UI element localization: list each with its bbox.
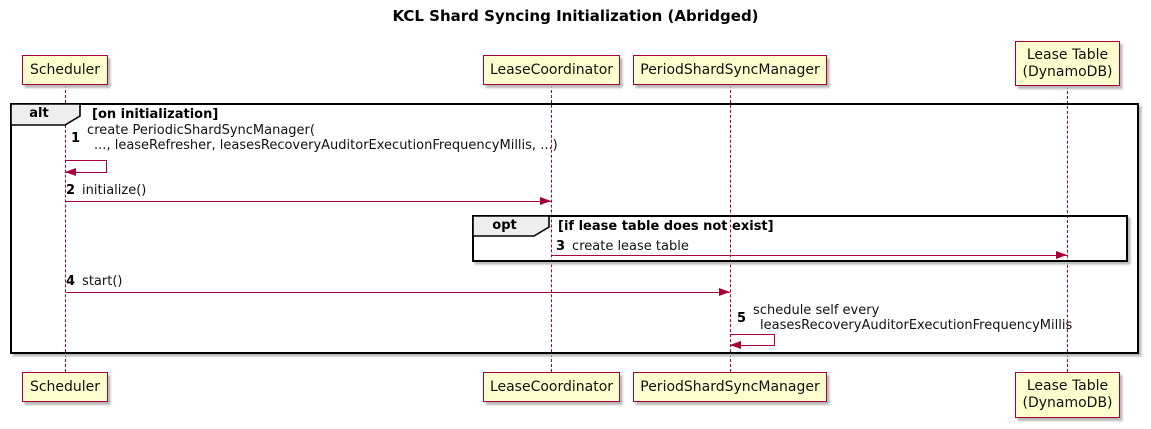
participant-period-shard-sync-manager-bottom: PeriodShardSyncManager (633, 372, 827, 402)
lifeline-period-shard-sync-manager (730, 85, 731, 372)
participant-sublabel: (DynamoDB) (1022, 63, 1113, 80)
participant-label: LeaseCoordinator (489, 61, 614, 78)
participant-label: Lease Table (1026, 378, 1109, 394)
message-2: 2 initialize() (66, 183, 146, 198)
message-5: 5 schedule self every leasesRecoveryAudi… (737, 303, 1072, 333)
message-1-text-line1: create PeriodicShardSyncManager( (87, 123, 315, 138)
lifeline-lease-table (1067, 86, 1068, 372)
message-5-arrowhead-icon (730, 341, 741, 349)
diagram-title: KCL Shard Syncing Initialization (Abridg… (392, 7, 759, 25)
opt-frame-condition: [if lease table does not exist] (558, 219, 774, 234)
message-1-self-arrow (65, 160, 107, 173)
message-4-arrow (66, 292, 730, 293)
participant-lease-table-top: Lease Table (DynamoDB) (1015, 41, 1120, 86)
opt-frame-label: opt (492, 218, 517, 233)
message-5-number: 5 (737, 310, 747, 326)
opt-pentagon-icon (473, 216, 550, 237)
message-5-self-arrow (730, 334, 775, 346)
participant-scheduler-bottom: Scheduler (22, 372, 108, 402)
lifeline-scheduler (65, 85, 66, 372)
message-3-text: create lease table (572, 239, 689, 254)
participant-lease-coordinator-bottom: LeaseCoordinator (483, 372, 620, 402)
participant-lease-table-bottom: Lease Table (DynamoDB) (1015, 372, 1120, 418)
message-3-arrow (552, 255, 1067, 256)
participant-label: Scheduler (29, 378, 101, 395)
participant-period-shard-sync-manager-top: PeriodShardSyncManager (633, 55, 827, 85)
message-2-number: 2 (66, 183, 76, 198)
message-4-arrowhead-icon (719, 288, 730, 296)
message-1-arrowhead-icon (65, 168, 76, 176)
message-1: 1 create PeriodicShardSyncManager( ..., … (71, 123, 558, 153)
message-2-arrowhead-icon (540, 197, 551, 205)
message-4-number: 4 (66, 274, 76, 289)
message-5-text-line2: leasesRecoveryAuditorExecutionFrequencyM… (760, 318, 1073, 333)
lifeline-lease-coordinator (551, 85, 552, 372)
message-3: 3 create lease table (556, 239, 689, 254)
participant-label: LeaseCoordinator (489, 378, 614, 395)
participant-label: PeriodShardSyncManager (640, 61, 820, 78)
message-2-arrow (66, 201, 552, 202)
participant-label: Scheduler (29, 61, 101, 78)
message-2-text: initialize() (82, 183, 147, 198)
opt-frame: opt [if lease table does not exist] (472, 215, 1128, 262)
message-1-number: 1 (71, 130, 81, 146)
alt-pentagon-icon (11, 104, 81, 126)
alt-frame-label: alt (29, 106, 49, 121)
message-4-text: start() (82, 274, 123, 289)
message-3-number: 3 (556, 239, 566, 254)
message-1-text-line2: ..., leaseRefresher, leasesRecoveryAudit… (94, 138, 558, 153)
participant-scheduler-top: Scheduler (22, 55, 108, 85)
message-4: 4 start() (66, 274, 122, 289)
message-3-arrowhead-icon (1056, 251, 1067, 259)
alt-frame-condition: [on initialization] (92, 107, 219, 122)
participant-sublabel: (DynamoDB) (1022, 395, 1113, 411)
participant-label: PeriodShardSyncManager (640, 378, 820, 395)
message-5-text-line1: schedule self every (753, 303, 880, 318)
alt-frame: alt [on initialization] (10, 103, 1139, 354)
participant-lease-coordinator-top: LeaseCoordinator (483, 55, 620, 85)
participant-label: Lease Table (1026, 46, 1109, 63)
